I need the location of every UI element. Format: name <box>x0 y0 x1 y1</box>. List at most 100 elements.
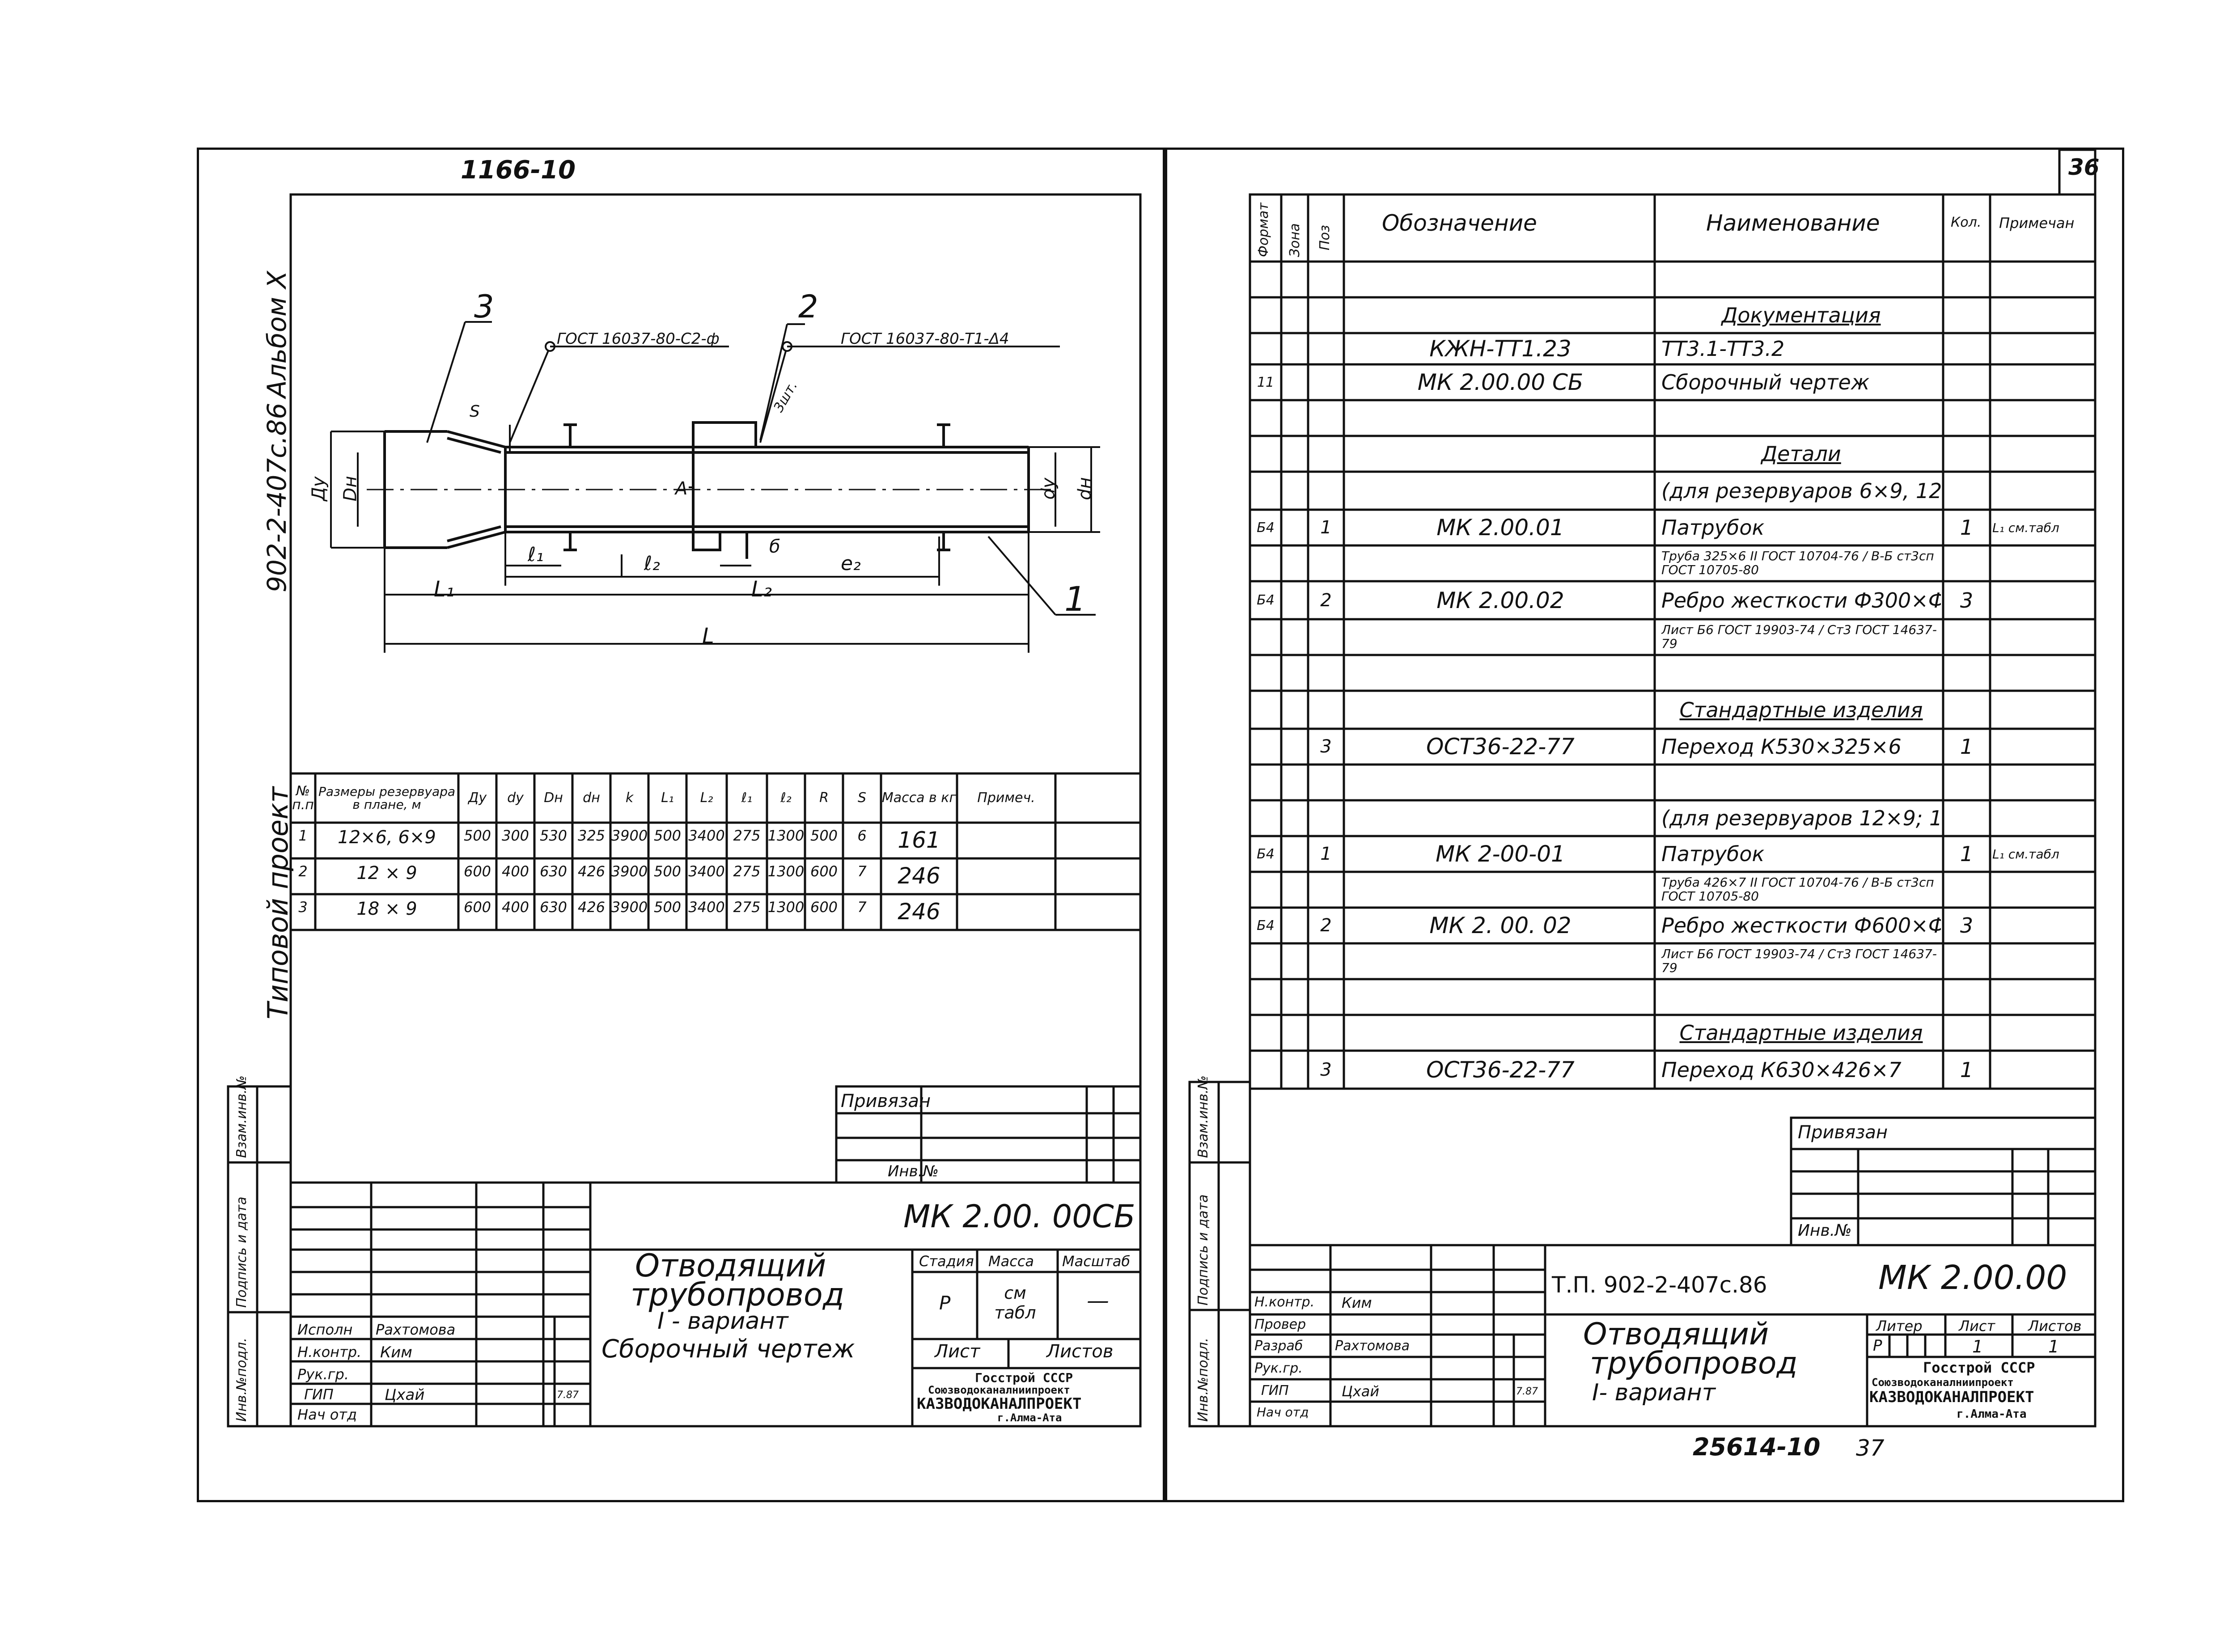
table-cell: 3900 <box>611 863 648 880</box>
right-role-3: Разраб <box>1254 1338 1303 1354</box>
spec-note-cell: L₁ см.табл <box>1992 846 2059 862</box>
right-org-line3: КАЗВОДОКАНАЛПРОЕКТ <box>1869 1388 2034 1406</box>
spec-note-cell <box>1992 655 2094 691</box>
right-sheet-frame <box>1163 148 2124 1502</box>
left-scale-label: Масштаб <box>1062 1253 1131 1270</box>
table-cell: 7 <box>857 899 867 916</box>
right-project-code: Т.П. 902-2-407с.86 <box>1552 1272 1767 1298</box>
spec-note-cell <box>1992 436 2094 472</box>
right-title-line3: I- вариант <box>1592 1379 1716 1406</box>
left-role-4: ГИП <box>304 1386 334 1403</box>
table-cell: 600 <box>810 899 838 916</box>
table-cell: 300 <box>501 827 529 844</box>
spec-name-cell: Труба 325×6 II ГОСТ 10704-76 / В-Б ст3сп… <box>1661 549 1934 577</box>
position-1-label: 1 <box>1064 579 1086 619</box>
left-margin-col-3: Инв.№подл. <box>234 1338 250 1422</box>
table-cell: 7 <box>857 863 867 880</box>
spec-designation-cell <box>1351 800 1650 836</box>
spec-note-cell <box>1992 400 2094 436</box>
right-margin-col-2: Подпись и дата <box>1195 1194 1211 1306</box>
spec-note-cell <box>1992 545 2094 581</box>
spec-format-cell <box>1250 729 1281 765</box>
spec-pos-cell <box>1308 800 1344 836</box>
spec-designation-cell <box>1351 619 1650 655</box>
spec-format-cell <box>1250 400 1281 436</box>
spec-format-cell: Б4 <box>1257 846 1275 862</box>
spec-pos-cell: 3 <box>1320 736 1332 757</box>
spec-qty-cell <box>1943 333 1990 364</box>
spec-pos-cell <box>1308 333 1344 364</box>
binding-type-project: Типовой проект <box>262 786 294 1019</box>
left-title-line2: трубопровод <box>631 1276 845 1313</box>
right-margin-col-3: Инв.№подл. <box>1195 1338 1211 1422</box>
table-cell: 530 <box>539 827 568 844</box>
spec-name-cell: Детали <box>1761 442 1841 466</box>
spec-header-qty: Кол. <box>1951 215 1982 230</box>
right-name-1: Ким <box>1342 1294 1372 1311</box>
dim-l2: ℓ₂ <box>644 552 660 575</box>
spec-note-cell <box>1992 943 2094 979</box>
spec-note-cell: L₁ см.табл <box>1992 520 2059 535</box>
spec-format-cell <box>1250 800 1281 836</box>
right-inv-label: Инв.№ <box>1798 1221 1852 1240</box>
right-org-line4: г.Алма-Ата <box>1957 1407 2027 1421</box>
spec-qty-cell <box>1943 655 1990 691</box>
table-cell: 500 <box>653 863 682 880</box>
spec-name-cell: ТТ3.1-ТТ3.2 <box>1661 337 1785 361</box>
left-title-line3: I - вариант <box>657 1308 788 1335</box>
spec-pos-cell <box>1308 619 1344 655</box>
table-cell: 500 <box>653 827 682 844</box>
dim-S: S <box>470 402 480 421</box>
left-role-5: Нач отд <box>297 1406 357 1423</box>
position-3-label: 3 <box>474 288 494 325</box>
spec-header-format: Формат <box>1256 203 1271 257</box>
left-org-line4: г.Алма-Ата <box>997 1411 1062 1424</box>
spec-qty-cell <box>1943 619 1990 655</box>
spec-qty-cell <box>1943 691 1990 729</box>
table-header-cell: ℓ₁ <box>741 790 753 806</box>
table-cell: 3400 <box>688 899 725 916</box>
spec-qty-cell: 1 <box>1960 735 1974 759</box>
left-org-line2: Союзводоканалниипроект <box>928 1384 1070 1396</box>
left-org-line3: КАЗВОДОКАНАЛПРОЕКТ <box>917 1395 1082 1413</box>
spec-format-cell <box>1250 655 1281 691</box>
spec-format-cell: Б4 <box>1257 917 1275 934</box>
left-stage-label: Стадия <box>919 1253 974 1270</box>
table-header-cell: Примеч. <box>977 790 1035 806</box>
spec-header-note: Примечан <box>1999 215 2075 232</box>
spec-header-pos: Поз <box>1317 225 1333 250</box>
right-role-1: Н.контр. <box>1254 1294 1315 1310</box>
right-name-5: Цхай <box>1342 1383 1380 1400</box>
left-role-1: Исполн <box>297 1321 353 1338</box>
table-header-cell: k <box>625 790 634 806</box>
right-title-line1: Отводящий <box>1583 1317 1769 1352</box>
right-litera-value: Р <box>1873 1337 1882 1355</box>
spec-designation-cell: МК 2-00-01 <box>1436 841 1565 867</box>
spec-header-designation: Обозначение <box>1382 210 1537 236</box>
spec-pos-cell <box>1308 545 1344 581</box>
spec-format-cell <box>1250 979 1281 1015</box>
spec-pos-cell <box>1308 655 1344 691</box>
spec-pos-cell <box>1308 765 1344 800</box>
table-cell: 3900 <box>611 899 648 916</box>
right-date: 7.87 <box>1516 1386 1538 1397</box>
left-name-2: Ким <box>380 1344 412 1361</box>
left-title-line4: Сборочный чертеж <box>601 1335 855 1364</box>
table-cell: 246 <box>898 899 940 925</box>
spec-pos-cell <box>1308 872 1344 908</box>
table-cell: 500 <box>653 899 682 916</box>
spec-designation-cell: МК 2.00.02 <box>1436 587 1564 613</box>
spec-name-cell <box>1661 979 1941 1015</box>
spec-name-cell: (для резервуаров 12×9; 18×9) <box>1661 806 1941 830</box>
dim-Dn: Dн <box>340 476 361 502</box>
dim-A: A <box>675 478 688 499</box>
spec-format-cell <box>1250 1051 1281 1089</box>
spec-designation-cell <box>1351 1015 1650 1051</box>
spec-note-cell <box>1992 800 2094 836</box>
spec-name-cell: Ребро жесткости Ф600×Ф430 S=6 <box>1661 913 1941 938</box>
spec-note-cell <box>1992 872 2094 908</box>
right-drawing-code: МК 2.00.00 <box>1878 1259 2067 1297</box>
left-inv-label: Инв.№ <box>888 1162 939 1180</box>
spec-header-name: Наименование <box>1706 210 1880 236</box>
spec-format-cell <box>1250 297 1281 333</box>
